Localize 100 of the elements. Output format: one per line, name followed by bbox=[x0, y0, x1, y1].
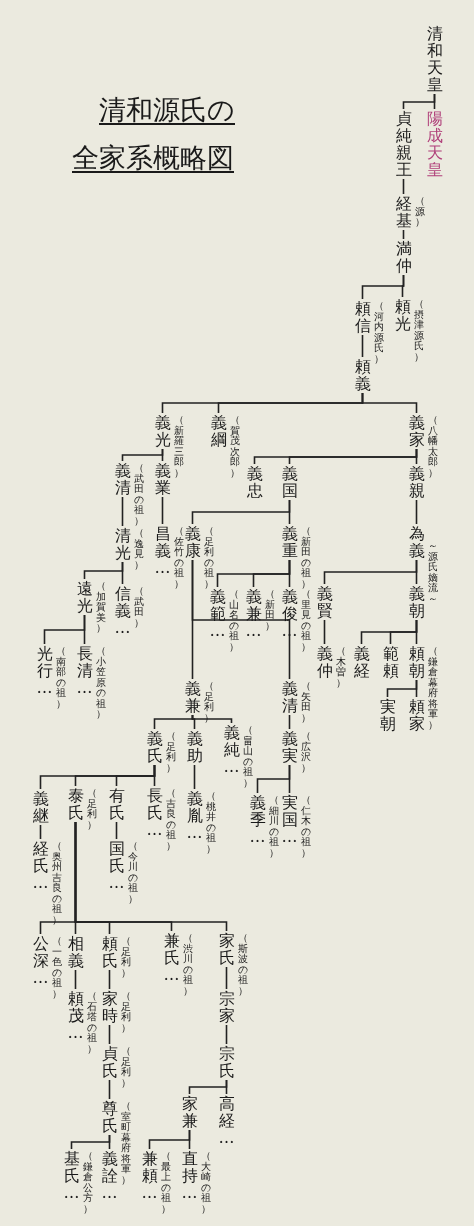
lineage-line bbox=[415, 448, 418, 465]
person-name: 貞純親王 bbox=[395, 110, 412, 178]
person-name: 高経… bbox=[218, 1095, 235, 1146]
person-name: 昌義… bbox=[154, 525, 171, 576]
person-name: 兼頼… bbox=[141, 1150, 158, 1201]
person-name: 為義 bbox=[408, 525, 425, 559]
person-name: 経基 bbox=[395, 195, 412, 229]
person-name: 基氏… bbox=[63, 1150, 80, 1201]
lineage-note: （佐竹の祖） bbox=[173, 526, 184, 589]
lineage-line bbox=[193, 764, 196, 790]
lineage-note: （広沢） bbox=[300, 731, 311, 773]
lineage-line bbox=[161, 448, 164, 462]
person-name: 義家 bbox=[408, 414, 425, 448]
person-name: 公深… bbox=[32, 935, 49, 986]
person-name: 義業 bbox=[154, 462, 171, 496]
lineage-note: （加賀美） bbox=[95, 581, 106, 634]
person-name: 頼光 bbox=[394, 298, 411, 332]
lineage-line bbox=[402, 229, 405, 240]
lineage-line bbox=[415, 499, 418, 525]
lineage-note: （足利） bbox=[165, 731, 176, 773]
lineage-note: （逸見） bbox=[133, 528, 144, 570]
person-name: 貞氏 bbox=[101, 1045, 118, 1079]
lineage-line bbox=[288, 499, 291, 525]
lineage-line bbox=[288, 714, 291, 730]
lineage-note: （賀茂次郎） bbox=[229, 415, 240, 478]
person-name: 義綱 bbox=[210, 414, 227, 448]
person-name: 義清 bbox=[114, 462, 131, 496]
lineage-note: （新田） bbox=[264, 589, 275, 631]
person-name: 泰氏 bbox=[67, 787, 84, 821]
lineage-line bbox=[361, 334, 364, 358]
person-name: 義忠 bbox=[246, 465, 263, 499]
lineage-note: （鎌倉公方） bbox=[82, 1151, 93, 1214]
lineage-note: （大崎の祖） bbox=[200, 1151, 211, 1214]
lineage-note: （山名の祖） bbox=[228, 589, 239, 652]
person-name: 実国… bbox=[281, 794, 298, 845]
person-name: 義純… bbox=[223, 724, 240, 775]
person-name: 尊氏 bbox=[101, 1100, 118, 1134]
person-name: 相義 bbox=[67, 935, 84, 969]
person-name: 義賢 bbox=[316, 585, 333, 619]
lineage-line bbox=[191, 559, 291, 680]
person-name: 有氏 bbox=[108, 787, 125, 821]
lineage-note: （源） bbox=[414, 196, 425, 228]
lineage-line bbox=[225, 1079, 228, 1095]
lineage-note: （武田の祖） bbox=[133, 463, 144, 526]
lineage-line bbox=[161, 496, 164, 525]
person-name: 義胤… bbox=[186, 790, 203, 841]
lineage-line bbox=[74, 969, 77, 990]
person-name: 長氏… bbox=[146, 787, 163, 838]
chart-title: 清和源氏の全家系概略図 bbox=[72, 93, 236, 175]
lineage-line bbox=[361, 274, 405, 300]
lineage-note: （足利） bbox=[203, 681, 214, 723]
lineage-line bbox=[188, 1129, 191, 1150]
lineage-line bbox=[153, 764, 156, 787]
lineage-note: （足利の祖） bbox=[203, 526, 214, 589]
lineage-note: （渋川の祖） bbox=[182, 933, 193, 996]
lineage-note: （足利） bbox=[120, 936, 131, 978]
lineage-line bbox=[39, 824, 42, 840]
person-name: 義助 bbox=[186, 730, 203, 764]
lineage-note: （細川の祖） bbox=[268, 795, 279, 858]
person-name: 陽成天皇 bbox=[426, 110, 443, 178]
person-name: 経氏… bbox=[32, 840, 49, 891]
person-name: 義康 bbox=[184, 525, 201, 559]
person-name: 信義… bbox=[114, 585, 131, 636]
lineage-note: （新羅三郎） bbox=[173, 415, 184, 478]
person-name: 宗家 bbox=[218, 990, 235, 1024]
lineage-note: （石塔の祖） bbox=[86, 991, 97, 1054]
lineage-note: （武田） bbox=[133, 586, 144, 628]
lineage-line bbox=[108, 1079, 111, 1100]
lineage-note: （小笠原の祖） bbox=[95, 646, 106, 720]
person-name: 清光 bbox=[114, 527, 131, 561]
lineage-line bbox=[402, 178, 405, 195]
person-name: 長清… bbox=[76, 645, 93, 696]
person-name: 義光 bbox=[154, 414, 171, 448]
person-name: 宗氏 bbox=[218, 1045, 235, 1079]
lineage-line bbox=[415, 619, 418, 645]
person-name: 頼信 bbox=[354, 300, 371, 334]
lineage-note: （摂津源氏） bbox=[413, 299, 424, 362]
lineage-note: （河内源氏） bbox=[373, 301, 384, 364]
lineage-line bbox=[323, 619, 326, 645]
person-name: 義清 bbox=[281, 680, 298, 714]
person-name: 義継 bbox=[32, 790, 49, 824]
person-name: 義兼 bbox=[184, 680, 201, 714]
person-name: 頼氏 bbox=[101, 935, 118, 969]
lineage-note: （足利） bbox=[120, 1046, 131, 1088]
lineage-line bbox=[121, 496, 124, 527]
person-name: 国氏… bbox=[108, 840, 125, 891]
person-name: 頼朝 bbox=[408, 645, 425, 679]
person-name: 義重 bbox=[281, 525, 298, 559]
person-name: 義俊… bbox=[281, 588, 298, 639]
lineage-note: （新田の祖） bbox=[300, 526, 311, 589]
lineage-note: （奥州吉良の祖） bbox=[51, 841, 62, 925]
lineage-line bbox=[108, 969, 111, 990]
person-name: 兼氏… bbox=[163, 932, 180, 983]
person-name: 頼家 bbox=[408, 698, 425, 732]
lineage-line bbox=[415, 679, 418, 698]
person-name: 義兼… bbox=[245, 588, 262, 639]
lineage-line bbox=[415, 559, 418, 585]
lineage-line bbox=[121, 561, 124, 585]
lineage-note: （鎌倉幕府将軍） bbox=[427, 646, 438, 730]
lineage-note: （足利） bbox=[120, 991, 131, 1033]
